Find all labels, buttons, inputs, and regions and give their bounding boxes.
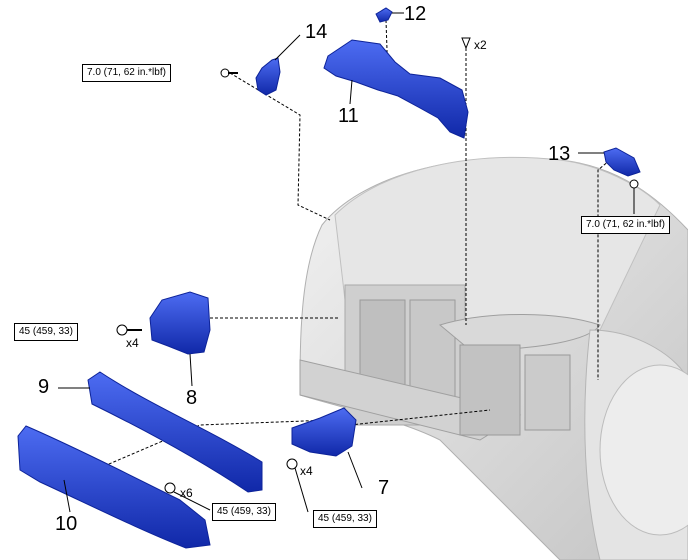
part-13-bracket — [603, 147, 641, 177]
part-10-leader — [63, 479, 71, 513]
part-10-bumper-absorber — [17, 425, 211, 549]
torque-spec-part-8: 45 (459, 33) — [14, 323, 78, 341]
part-11-upper-bracket — [323, 39, 469, 139]
clip-icon — [461, 37, 471, 50]
part-8-bumper-arm — [149, 291, 211, 355]
callout-12: 12 — [404, 3, 427, 25]
callout-8: 8 — [186, 387, 198, 409]
part-8-leader — [189, 353, 193, 387]
bolt-icon — [629, 179, 639, 214]
part-14-bracket — [255, 57, 281, 96]
callout-7: 7 — [378, 477, 390, 499]
torque-spec-part-14: 7.0 (71, 62 in.*lbf) — [82, 64, 171, 82]
callout-9: 9 — [38, 376, 50, 398]
torque-spec-part-13: 7.0 (71, 62 in.*lbf) — [581, 216, 670, 234]
torque-spec-part-10: 45 (459, 33) — [212, 503, 276, 521]
vehicle-front-end — [299, 157, 688, 560]
callout-14: 14 — [305, 21, 328, 43]
quantity-part-7: x4 — [300, 464, 313, 478]
torque-spec-part-7: 45 (459, 33) — [313, 510, 377, 528]
callout-11: 11 — [338, 105, 359, 127]
part-12-clip — [375, 7, 393, 23]
bolt-icon — [286, 458, 309, 513]
part-11-leader — [349, 79, 353, 105]
bolt-icon — [164, 482, 211, 511]
bolt-icon — [220, 68, 238, 78]
callout-10: 10 — [55, 513, 78, 535]
quantity-part-8: x4 — [126, 336, 139, 350]
callout-13: 13 — [548, 143, 571, 165]
part-14-leader — [274, 34, 301, 61]
part-7-bumper-arm — [291, 407, 357, 457]
bolt-icon — [116, 324, 142, 336]
quantity-part-11: x2 — [474, 38, 487, 52]
part-9-bumper-reinforcement — [87, 371, 263, 493]
quantity-part-10: x6 — [180, 486, 193, 500]
part-7-leader — [347, 451, 363, 489]
